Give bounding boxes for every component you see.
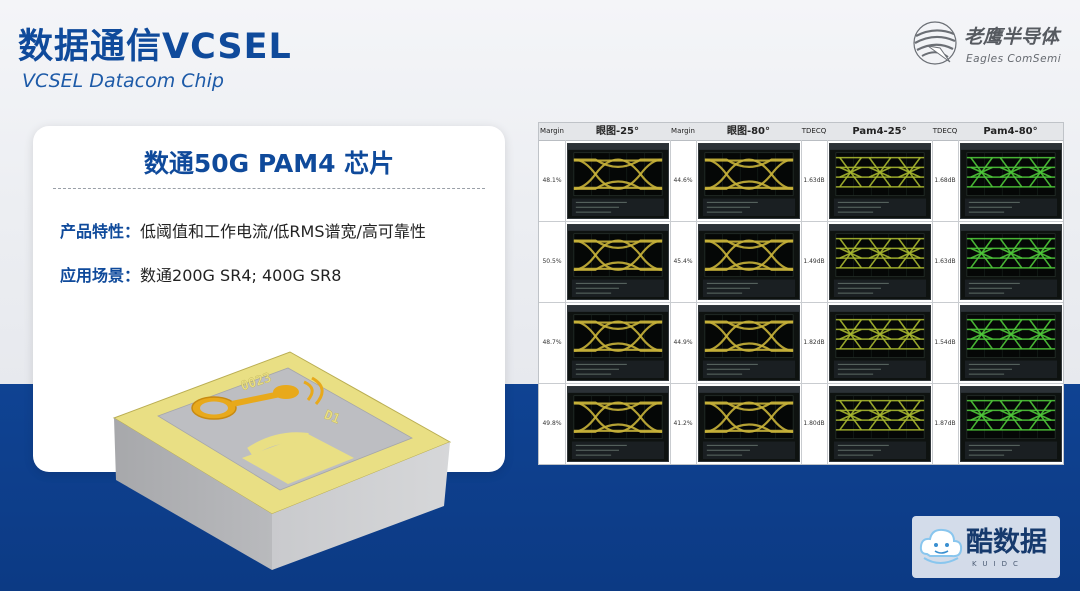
eye-table-header: Margin 眼图-25° Margin 眼图-80° TDECQ Pam4-2… <box>539 123 1063 141</box>
product-card-title: 数通50G PAM4 芯片 <box>143 149 395 178</box>
margin-25-value: 50.5% <box>542 258 562 265</box>
tdecq-80-value: 1.87dB <box>934 420 956 427</box>
eye-diagram-25 <box>567 224 669 300</box>
column-divider <box>932 140 933 464</box>
scenarios-label: 应用场景： <box>60 266 141 285</box>
header-eye-80: 眼图-80° <box>726 126 771 137</box>
eye-diagram-80 <box>698 305 800 381</box>
eye-diagram-25 <box>567 305 669 381</box>
features-label: 产品特性： <box>60 222 141 241</box>
header-margin-25: Margin <box>540 127 564 135</box>
margin-25-value: 48.1% <box>542 177 562 184</box>
eye-diagram-25 <box>567 143 669 219</box>
logo-name-cn: 老鹰半导体 <box>964 26 1060 48</box>
watermark-text: 酷数据 <box>966 527 1047 558</box>
tdecq-80-value: 1.68dB <box>934 177 956 184</box>
product-features: 产品特性：低阈值和工作电流/低RMS谱宽/高可靠性 <box>60 218 426 242</box>
pam4-eye-80 <box>960 143 1062 219</box>
margin-80-value: 44.9% <box>673 339 693 346</box>
eagle-sphere-icon <box>913 21 957 65</box>
scenarios-value: 数通200G SR4; 400G SR8 <box>140 266 342 285</box>
header-eye-25: 眼图-25° <box>595 126 640 137</box>
watermark-subtext: KUIDC <box>972 560 1024 568</box>
pam4-eye-80 <box>960 224 1062 300</box>
column-divider <box>827 140 828 464</box>
eye-diagram-80 <box>698 143 800 219</box>
header-pam4-25: Pam4-25° <box>852 126 907 137</box>
header-tdecq-25: TDECQ <box>801 127 827 135</box>
eye-diagram-80 <box>698 386 800 462</box>
column-divider <box>801 140 802 464</box>
tdecq-80-value: 1.63dB <box>934 258 956 265</box>
margin-80-value: 45.4% <box>673 258 693 265</box>
column-divider <box>670 140 671 464</box>
company-logo: 老鹰半导体 Eagles ComSemi <box>910 18 1070 70</box>
tdecq-25-value: 1.49dB <box>803 258 825 265</box>
pam4-eye-25 <box>829 305 931 381</box>
cloud-face-icon <box>919 528 963 564</box>
eye-diagram-table: Margin 眼图-25° Margin 眼图-80° TDECQ Pam4-2… <box>538 122 1064 465</box>
margin-80-value: 41.2% <box>673 420 693 427</box>
tdecq-25-value: 1.80dB <box>803 420 825 427</box>
slide-title: 数据通信VCSEL <box>18 27 292 67</box>
tdecq-80-value: 1.54dB <box>934 339 956 346</box>
margin-25-value: 48.7% <box>542 339 562 346</box>
column-divider <box>958 140 959 464</box>
header-margin-80: Margin <box>671 127 695 135</box>
card-divider <box>53 188 485 189</box>
eye-diagram-25 <box>567 386 669 462</box>
header-tdecq-80: TDECQ <box>932 127 958 135</box>
pam4-eye-80 <box>960 386 1062 462</box>
pam4-eye-25 <box>829 386 931 462</box>
eye-diagram-80 <box>698 224 800 300</box>
header-pam4-80: Pam4-80° <box>983 126 1038 137</box>
margin-25-value: 49.8% <box>542 420 562 427</box>
pam4-eye-25 <box>829 143 931 219</box>
pam4-eye-80 <box>960 305 1062 381</box>
margin-80-value: 44.6% <box>673 177 693 184</box>
features-value: 低阈值和工作电流/低RMS谱宽/高可靠性 <box>140 222 426 241</box>
watermark: 酷数据 KUIDC <box>912 516 1060 578</box>
column-divider <box>696 140 697 464</box>
vcsel-chip-3d-icon: 0023 D1 <box>112 351 452 570</box>
pam4-eye-25 <box>829 224 931 300</box>
tdecq-25-value: 1.63dB <box>803 177 825 184</box>
slide-subtitle: VCSEL Datacom Chip <box>22 70 224 92</box>
logo-name-en: Eagles ComSemi <box>966 53 1062 65</box>
application-scenarios: 应用场景：数通200G SR4; 400G SR8 <box>60 262 341 286</box>
column-divider <box>565 140 566 464</box>
chip-marking-side: D1 <box>322 408 342 428</box>
tdecq-25-value: 1.82dB <box>803 339 825 346</box>
